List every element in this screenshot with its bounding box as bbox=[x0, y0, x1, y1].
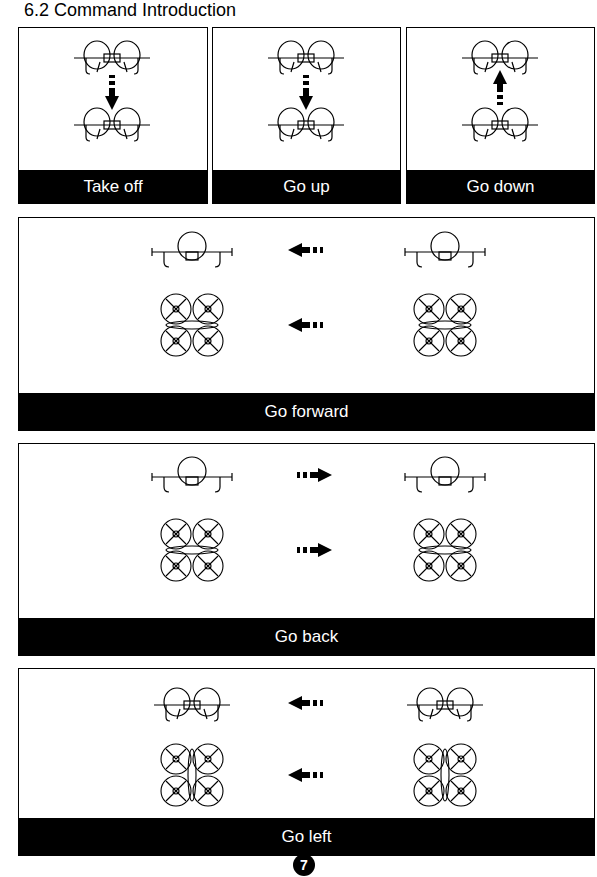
page-number: 7 bbox=[300, 857, 308, 873]
command-label: Go up bbox=[283, 177, 329, 197]
command-panel: Go forward bbox=[18, 217, 595, 431]
command-label: Take off bbox=[83, 177, 142, 197]
section-title: 6.2 Command Introduction bbox=[24, 0, 236, 21]
command-label: Go left bbox=[281, 827, 331, 847]
caption-band: Go back bbox=[19, 618, 594, 655]
command-label: Go back bbox=[275, 627, 338, 647]
caption-band: Go down bbox=[407, 170, 594, 203]
command-label: Go down bbox=[466, 177, 534, 197]
command-label: Go forward bbox=[264, 402, 348, 422]
caption-band: Go forward bbox=[19, 393, 594, 430]
command-panel: Go down bbox=[406, 27, 595, 204]
command-panel: Go back bbox=[18, 443, 595, 656]
command-panel: Go left bbox=[18, 668, 595, 856]
page-number-circle: 7 bbox=[293, 854, 315, 876]
command-panel: Take off bbox=[18, 27, 208, 204]
command-panel: Go up bbox=[212, 27, 401, 204]
caption-band: Take off bbox=[19, 170, 207, 203]
caption-band: Go left bbox=[19, 818, 594, 855]
caption-band: Go up bbox=[213, 170, 400, 203]
